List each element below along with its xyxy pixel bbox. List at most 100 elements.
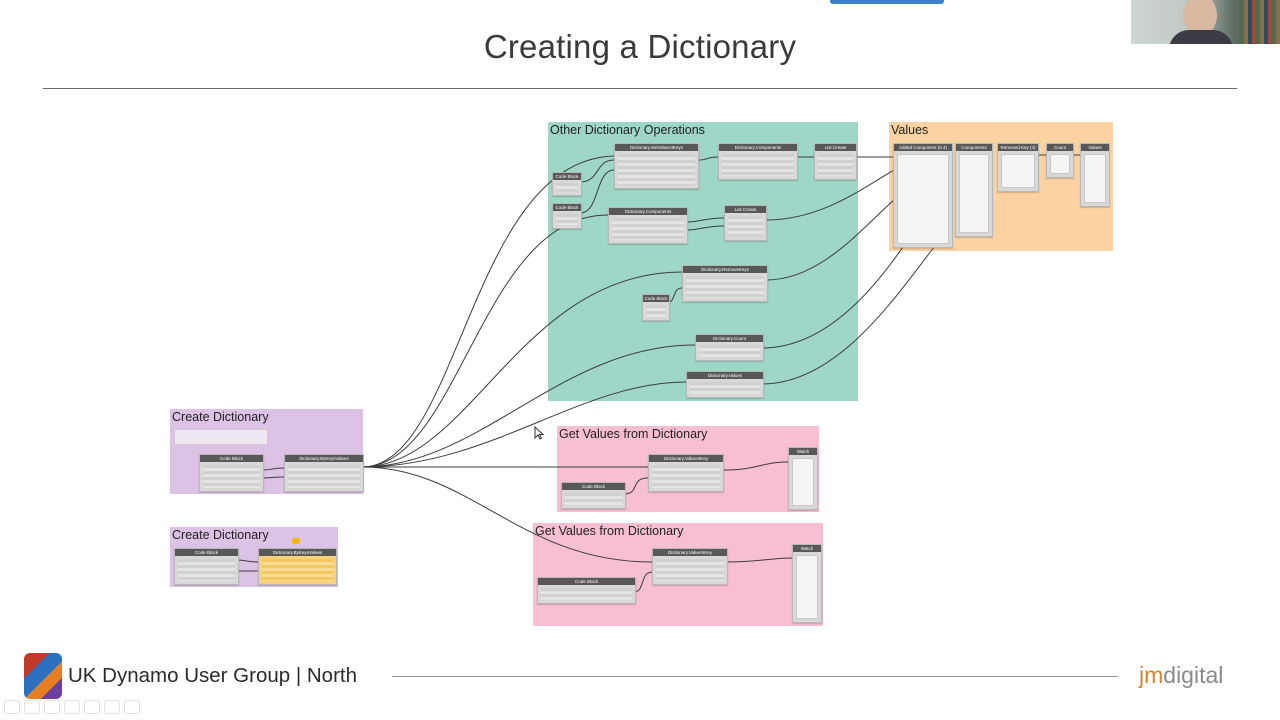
node-list-create-b[interactable]: List.Create	[724, 205, 767, 241]
node-ports[interactable]	[541, 588, 632, 600]
node-ports[interactable]	[565, 493, 622, 505]
node-ports[interactable]	[646, 305, 666, 317]
node-dictionary-components-b[interactable]: Dictionary.Components	[608, 207, 688, 244]
footer-divider	[392, 676, 1118, 677]
node-title: Components	[956, 144, 992, 151]
watch-output[interactable]	[959, 154, 989, 233]
wire	[765, 199, 895, 281]
zoom-icon[interactable]	[84, 700, 100, 714]
node-code-block-b[interactable]: Code Block	[552, 203, 582, 229]
presenter-webcam	[1131, 0, 1280, 44]
node-set-value-at-keys[interactable]: Dictionary.SetValueAtKeys	[614, 143, 699, 189]
node-ports[interactable]	[722, 154, 794, 176]
watch-count[interactable]: Count	[1046, 143, 1074, 178]
watch-output[interactable]	[1050, 154, 1070, 174]
node-code-block-d[interactable]: Code Block	[199, 454, 264, 492]
watch-output[interactable]	[1001, 154, 1035, 188]
node-dictionary-remove-keys[interactable]: Dictionary.RemoveKeys	[682, 265, 768, 302]
watch-output[interactable]	[792, 458, 814, 506]
node-title: Count	[1047, 144, 1073, 151]
node-ports[interactable]	[556, 214, 578, 225]
node-code-block-c[interactable]: Code Block	[642, 294, 670, 321]
subtitles-icon[interactable]	[104, 700, 120, 714]
watch-output[interactable]	[1084, 154, 1106, 203]
node-ports[interactable]	[728, 216, 763, 237]
node-by-keys-values-a[interactable]: Dictionary.ByKeysValues	[284, 454, 364, 492]
node-ports[interactable]	[690, 382, 760, 394]
wire	[579, 169, 615, 214]
watch-added-component[interactable]: Added Component (5.4)	[893, 143, 953, 248]
group-title: Create Dictionary	[172, 528, 269, 542]
node-code-block-f[interactable]: Code Block	[561, 482, 626, 509]
wire	[361, 344, 696, 468]
prev-slide-icon[interactable]	[4, 700, 20, 714]
node-title: Dictionary.ByKeysValues	[285, 455, 363, 462]
node-title: Dictionary.Components	[719, 144, 797, 151]
wire	[761, 245, 936, 385]
node-title: Code Block	[200, 455, 263, 462]
wire	[761, 243, 906, 349]
node-ports[interactable]	[652, 465, 720, 488]
node-code-block-g[interactable]: Code Block	[537, 577, 636, 604]
watch-components[interactable]: Components	[955, 143, 993, 237]
node-value-at-key-b[interactable]: Dictionary.ValueAtKey	[652, 548, 728, 585]
node-title: Dictionary.ByKeysValues	[259, 549, 336, 556]
wire	[261, 467, 285, 471]
node-ports[interactable]	[686, 276, 764, 298]
wire	[361, 466, 653, 563]
node-ports[interactable]	[203, 465, 260, 488]
warning-badge	[292, 538, 300, 544]
node-ports[interactable]	[618, 154, 695, 185]
watch-removed-key[interactable]: Removed Key (4)	[997, 143, 1039, 192]
more-options-icon[interactable]	[124, 700, 140, 714]
node-ports[interactable]	[818, 154, 853, 176]
title-divider	[43, 88, 1237, 89]
node-dictionary-values[interactable]: Dictionary.Values	[686, 371, 764, 398]
presentation-toolbar[interactable]	[4, 700, 140, 714]
watch-b[interactable]: Watch	[792, 544, 822, 623]
node-ports[interactable]	[656, 559, 724, 581]
node-title: Code Block	[553, 173, 581, 180]
watch-values[interactable]: Values	[1080, 143, 1110, 207]
node-ports[interactable]	[288, 465, 360, 488]
watch-output[interactable]	[796, 555, 818, 619]
node-dictionary-components-a[interactable]: Dictionary.Components	[718, 143, 798, 180]
wire	[236, 559, 259, 563]
watch-output[interactable]	[897, 154, 949, 244]
watch-a[interactable]: Watch	[788, 447, 818, 510]
wire	[361, 271, 683, 468]
next-slide-icon[interactable]	[24, 700, 40, 714]
brand-part-2: digital	[1163, 662, 1224, 688]
node-title: Dictionary.ValueAtKey	[653, 549, 727, 556]
wire	[361, 381, 687, 468]
wire	[721, 461, 789, 471]
node-by-keys-values-b[interactable]: Dictionary.ByKeysValues	[258, 548, 337, 585]
group-title: Get Values from Dictionary	[535, 524, 684, 538]
node-ports[interactable]	[612, 218, 684, 240]
node-code-block-e[interactable]: Code Block	[174, 548, 239, 585]
node-ports[interactable]	[178, 559, 235, 581]
node-title: List.Create	[815, 144, 856, 151]
node-title: Code Block	[643, 295, 669, 302]
node-list-create-a[interactable]: List.Create	[814, 143, 857, 180]
wire	[361, 214, 609, 468]
window-tab-indicator	[830, 0, 944, 4]
wire	[685, 225, 725, 231]
node-ports[interactable]	[699, 345, 760, 357]
pen-icon[interactable]	[44, 700, 60, 714]
node-ports[interactable]	[262, 559, 333, 581]
node-value-at-key-a[interactable]: Dictionary.ValueAtKey	[648, 454, 724, 492]
node-title: Dictionary.SetValueAtKeys	[615, 144, 698, 151]
node-title: Dictionary.Count	[696, 335, 763, 342]
group-title: Other Dictionary Operations	[550, 123, 705, 137]
node-title: Code Block	[562, 483, 625, 490]
node-code-block-a[interactable]: Code Block	[552, 172, 582, 196]
node-title: Watch	[793, 545, 821, 552]
wire	[765, 169, 895, 221]
node-title: List.Create	[725, 206, 766, 213]
node-ports[interactable]	[556, 183, 578, 192]
slides-grid-icon[interactable]	[64, 700, 80, 714]
node-dictionary-count[interactable]: Dictionary.Count	[695, 334, 764, 361]
dynamo-logo-icon	[24, 653, 62, 699]
